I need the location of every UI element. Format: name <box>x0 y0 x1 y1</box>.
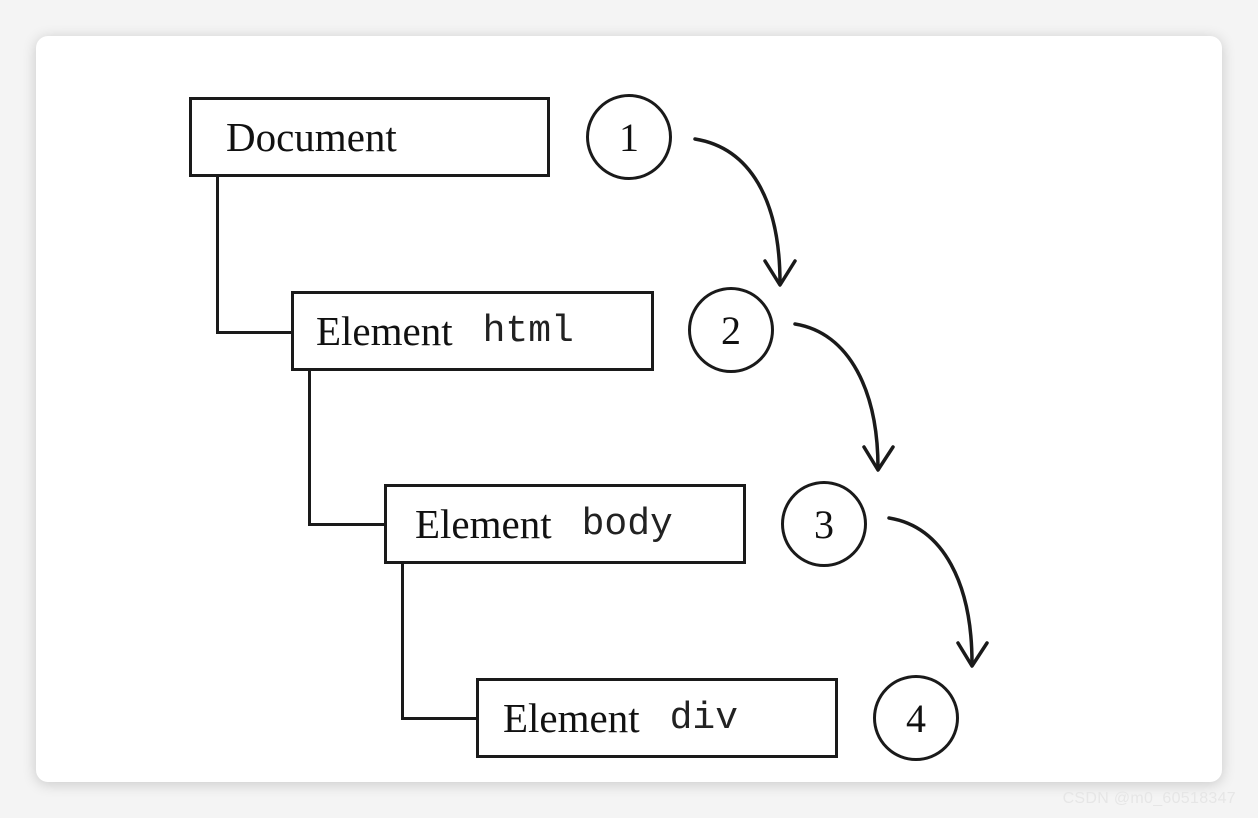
connector-html-body-horizontal <box>308 523 387 526</box>
node-element-body: Element body <box>384 484 746 564</box>
node-tag: html <box>482 309 574 353</box>
connector-body-div-vertical <box>401 563 404 720</box>
step-circle-1: 1 <box>586 94 672 180</box>
step-number: 2 <box>721 307 741 353</box>
arrowhead-1 <box>763 259 797 287</box>
step-circle-4: 4 <box>873 675 959 761</box>
step-number: 1 <box>619 114 639 160</box>
connector-document-html-horizontal <box>216 331 294 334</box>
node-tag: div <box>669 696 739 740</box>
step-circle-2: 2 <box>688 287 774 373</box>
arrow-2-to-3 <box>793 322 880 470</box>
connector-body-div-horizontal <box>401 717 479 720</box>
connector-document-html-vertical <box>216 177 219 334</box>
arrow-3-to-4 <box>887 516 974 665</box>
step-circle-3: 3 <box>781 481 867 567</box>
watermark: CSDN @m0_60518347 <box>1062 790 1236 807</box>
node-kind: Element <box>503 695 640 741</box>
node-tag: body <box>581 502 673 546</box>
arrowhead-3 <box>956 641 989 668</box>
node-kind: Element <box>316 308 453 354</box>
step-number: 4 <box>906 695 926 741</box>
step-number: 3 <box>814 501 834 547</box>
node-element-html: Element html <box>291 291 654 371</box>
connector-html-body-vertical <box>308 371 311 526</box>
node-document: Document <box>189 97 550 177</box>
node-element-div: Element div <box>476 678 838 758</box>
arrow-1-to-2 <box>693 137 782 285</box>
node-kind: Element <box>415 501 552 547</box>
arrowhead-2 <box>862 445 895 472</box>
node-kind: Document <box>226 114 397 160</box>
